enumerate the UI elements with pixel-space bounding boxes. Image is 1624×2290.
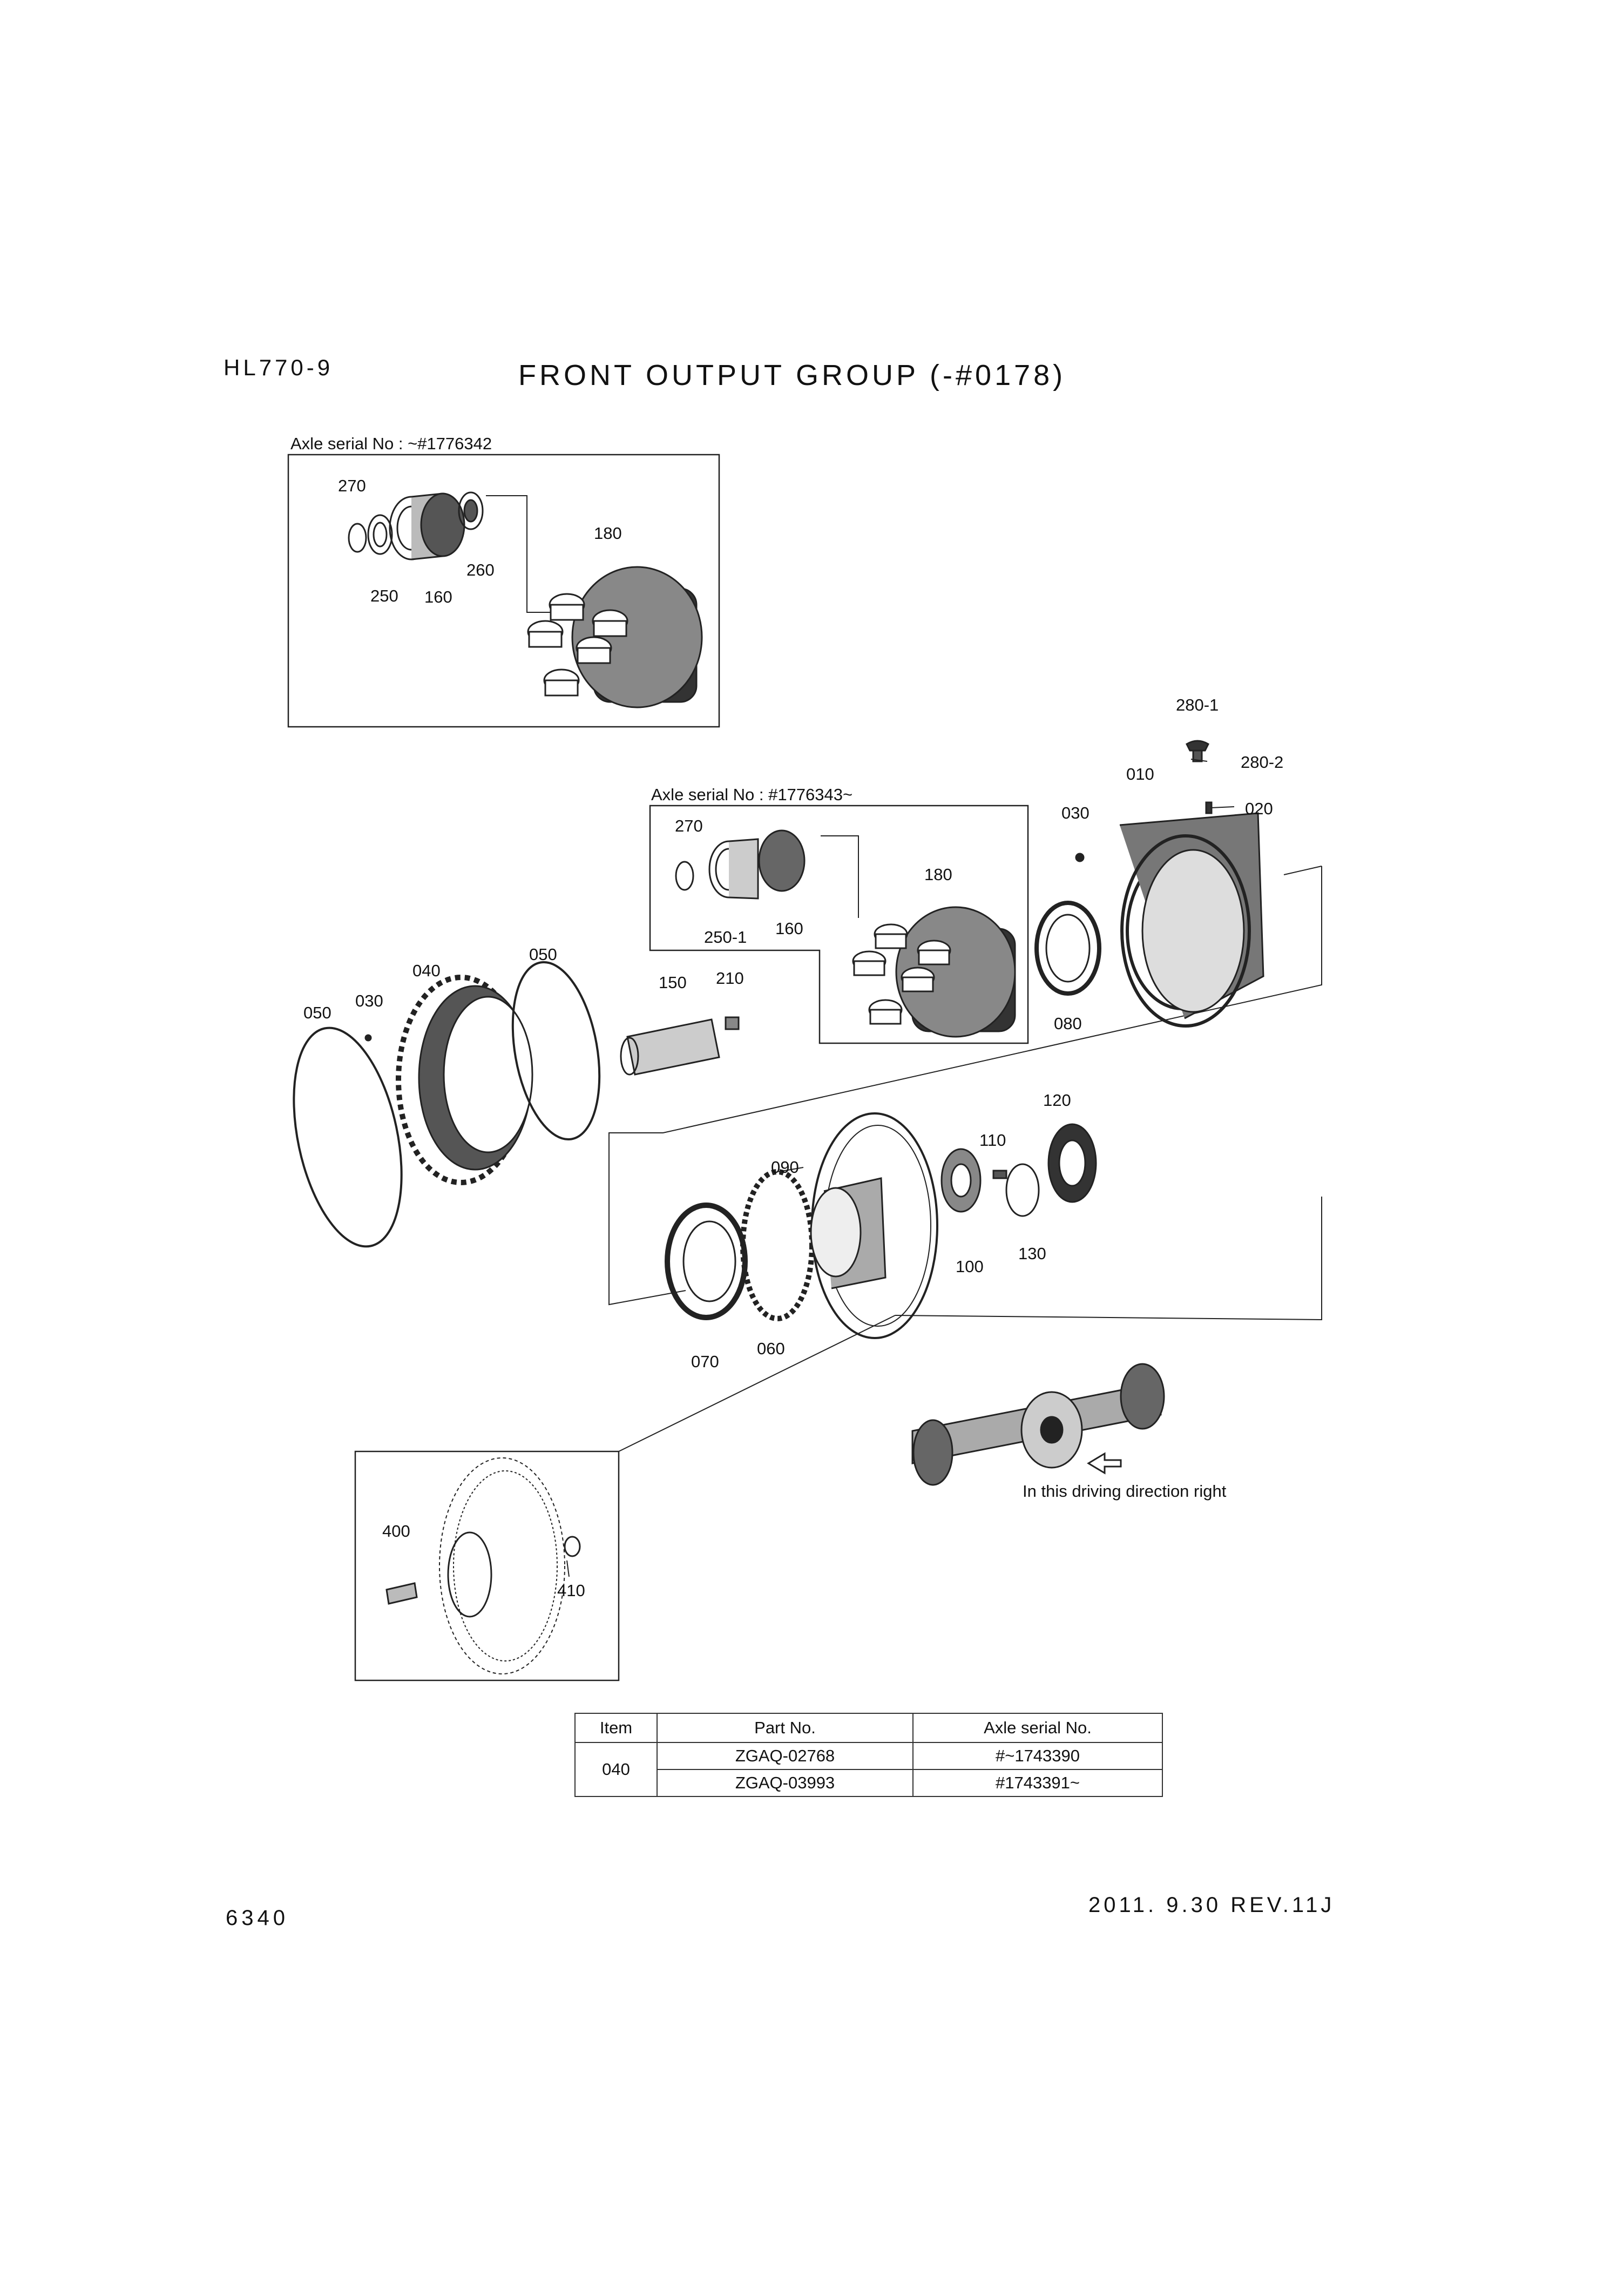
axle-serial-cell: #1743391~ <box>912 1769 1163 1797</box>
callout-250-1: 250-1 <box>704 928 747 947</box>
callout-270-old: 270 <box>338 476 366 495</box>
callout-090: 090 <box>771 1158 799 1177</box>
callout-010: 010 <box>1126 765 1154 783</box>
new-serial-label: Axle serial No : #1776343~ <box>651 785 853 804</box>
axle-serial-cell: #~1743390 <box>912 1742 1163 1770</box>
callout-180-old: 180 <box>594 524 622 543</box>
callout-040: 040 <box>412 961 441 980</box>
inset-box-hub-bolts <box>354 1450 620 1681</box>
direction-arrow-icon <box>1087 1452 1122 1475</box>
callout-080: 080 <box>1054 1014 1082 1033</box>
part-no-cell: ZGAQ-03993 <box>657 1769 914 1797</box>
wheel-hub-assembly <box>665 1112 1097 1339</box>
callout-020: 020 <box>1245 799 1273 818</box>
old-planet-carrier-parts <box>348 491 703 708</box>
item-cell: 040 <box>574 1742 658 1797</box>
callout-260-old: 260 <box>466 560 495 579</box>
inset-box-old-serial <box>287 454 720 728</box>
parts-table: Item Part No. Axle serial No. 040 ZGAQ-0… <box>574 1713 1163 1797</box>
old-serial-label: Axle serial No : ~#1776342 <box>290 434 492 453</box>
callout-160-new: 160 <box>775 919 803 938</box>
callout-030-housing: 030 <box>1061 803 1090 822</box>
table-row: 040 ZGAQ-02768 #~1743390 <box>574 1742 1163 1797</box>
inset-box-new-serial <box>649 805 1029 1044</box>
axle-thumbnail <box>911 1363 1165 1486</box>
callout-050-right: 050 <box>529 945 557 964</box>
driving-direction-note: In this driving direction right <box>1023 1482 1227 1501</box>
callout-180-new: 180 <box>924 865 952 884</box>
page-title: FRONT OUTPUT GROUP (-#0178) <box>518 359 1066 391</box>
page-number: 6340 <box>226 1906 289 1930</box>
callout-120: 120 <box>1043 1091 1071 1110</box>
assembly-guide-lines <box>486 495 1322 1452</box>
ring-gear-and-orings <box>293 961 740 1248</box>
revision-date: 2011. 9.30 REV.11J <box>1088 1893 1335 1917</box>
callout-250-old: 250 <box>370 586 398 605</box>
callout-110: 110 <box>979 1131 1006 1150</box>
leader-lines <box>566 759 1235 1577</box>
callout-130: 130 <box>1018 1244 1046 1263</box>
part-no-cell: ZGAQ-02768 <box>657 1742 914 1770</box>
callout-160-old: 160 <box>424 587 452 606</box>
callout-210: 210 <box>716 969 744 988</box>
callout-100: 100 <box>956 1257 984 1276</box>
column-header-item: Item <box>574 1713 658 1743</box>
callout-280-1: 280-1 <box>1176 695 1219 714</box>
callout-400: 400 <box>382 1522 410 1541</box>
callout-410: 410 <box>557 1581 585 1600</box>
model-code: HL770-9 <box>224 355 334 380</box>
hub-bolt-detail <box>385 1457 581 1674</box>
callout-060: 060 <box>757 1339 785 1358</box>
column-header-part-no: Part No. <box>657 1713 914 1743</box>
column-header-axle-serial: Axle serial No. <box>912 1713 1163 1743</box>
new-planet-carrier-parts <box>675 829 1016 1038</box>
callout-150: 150 <box>659 973 687 992</box>
table-row: ZGAQ-03993 #1743391~ <box>575 1769 1163 1797</box>
table-header-row: Item Part No. Axle serial No. <box>574 1713 1163 1743</box>
callout-070: 070 <box>691 1352 719 1371</box>
callout-280-2: 280-2 <box>1241 753 1284 772</box>
callout-030-ring: 030 <box>355 991 383 1010</box>
callout-270-new: 270 <box>675 816 703 835</box>
callout-050-left: 050 <box>303 1003 331 1022</box>
housing-assembly <box>1034 740 1264 1028</box>
